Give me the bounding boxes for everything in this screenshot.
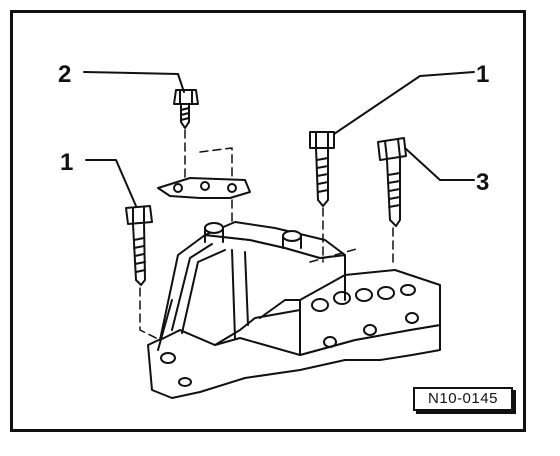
callout-1-right: 1 bbox=[476, 61, 489, 88]
callout-3: 3 bbox=[476, 169, 489, 196]
leader-lines bbox=[83, 71, 475, 207]
callout-1-left: 1 bbox=[60, 149, 73, 176]
bolt-2 bbox=[173, 89, 199, 129]
callout-2: 2 bbox=[58, 61, 71, 88]
bolt-1-left bbox=[125, 205, 153, 286]
assembly-guide-lines bbox=[139, 129, 394, 341]
bolt-3 bbox=[377, 137, 407, 227]
reference-code-label: N10-0145 bbox=[413, 387, 513, 411]
bolt-1-right bbox=[309, 131, 335, 207]
engine-mount bbox=[147, 221, 441, 399]
bracket bbox=[157, 177, 251, 199]
